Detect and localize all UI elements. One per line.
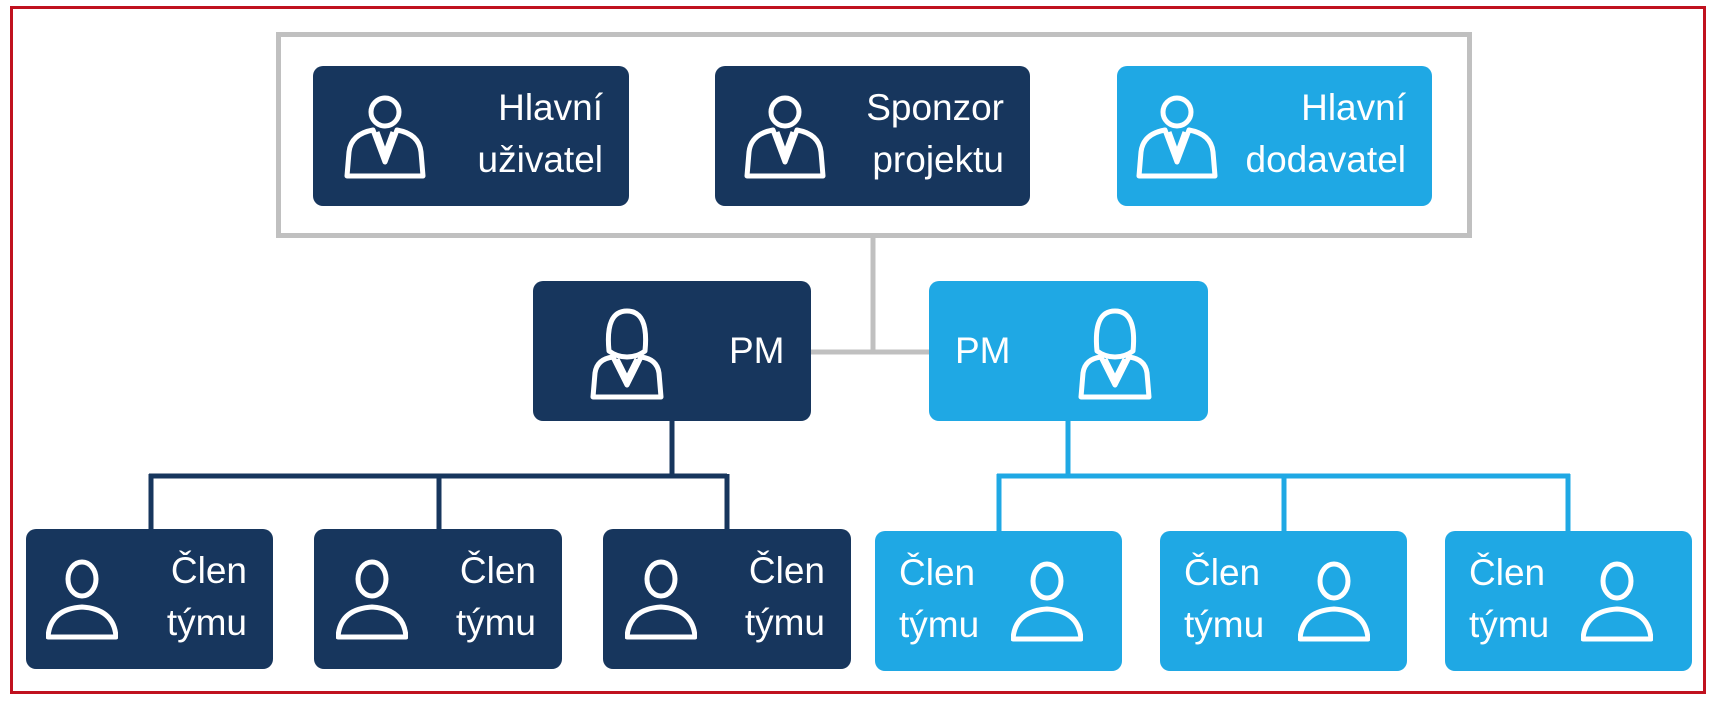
- card-main-user: Hlavní uživatel: [313, 66, 629, 206]
- card-team-member-3: Člen týmu: [603, 529, 851, 669]
- card-pm-client: PM: [533, 281, 811, 421]
- card-label-line1: Člen: [1469, 552, 1546, 593]
- pm-label: PM: [955, 330, 1011, 371]
- card-team-member-6: Člen týmu: [1445, 531, 1692, 671]
- steering-group-box: [276, 32, 1472, 238]
- card-label-line1: Člen: [1184, 552, 1261, 593]
- card-team-member-2: Člen týmu: [314, 529, 562, 669]
- person-icon: [625, 559, 697, 641]
- card-team-member-4: Člen týmu: [875, 531, 1122, 671]
- outer-frame: [10, 6, 1706, 694]
- person-icon: [46, 559, 118, 641]
- card-label-line1: Člen: [459, 550, 536, 591]
- card-label-line2: týmu: [166, 602, 247, 643]
- card-label-line1: Člen: [748, 550, 825, 591]
- card-label-line1: Člen: [170, 550, 247, 591]
- person-icon: [336, 559, 408, 641]
- card-label-line2: týmu: [1469, 604, 1550, 645]
- man-icon: [343, 94, 427, 180]
- card-project-sponsor: Sponzor projektu: [715, 66, 1030, 206]
- card-label-line2: uživatel: [477, 139, 603, 180]
- card-label-line2: týmu: [899, 604, 980, 645]
- card-label-line2: projektu: [872, 139, 1004, 180]
- woman-icon: [1077, 307, 1153, 401]
- card-main-supplier: Hlavní dodavatel: [1117, 66, 1432, 206]
- person-icon: [1581, 561, 1653, 643]
- card-label-line2: týmu: [744, 602, 825, 643]
- card-team-member-5: Člen týmu: [1160, 531, 1407, 671]
- card-team-member-1: Člen týmu: [26, 529, 273, 669]
- pm-label: PM: [729, 330, 785, 371]
- card-label-line1: Hlavní: [498, 87, 603, 128]
- man-icon: [1135, 94, 1219, 180]
- card-label-line1: Hlavní: [1301, 87, 1406, 128]
- card-label-line2: týmu: [1184, 604, 1265, 645]
- card-label-line2: týmu: [455, 602, 536, 643]
- person-icon: [1011, 561, 1083, 643]
- woman-icon: [589, 307, 665, 401]
- card-label-line1: Sponzor: [866, 87, 1004, 128]
- man-icon: [743, 94, 827, 180]
- card-pm-supplier: PM: [929, 281, 1208, 421]
- card-label-line2: dodavatel: [1245, 139, 1406, 180]
- card-label-line1: Člen: [899, 552, 976, 593]
- person-icon: [1298, 561, 1370, 643]
